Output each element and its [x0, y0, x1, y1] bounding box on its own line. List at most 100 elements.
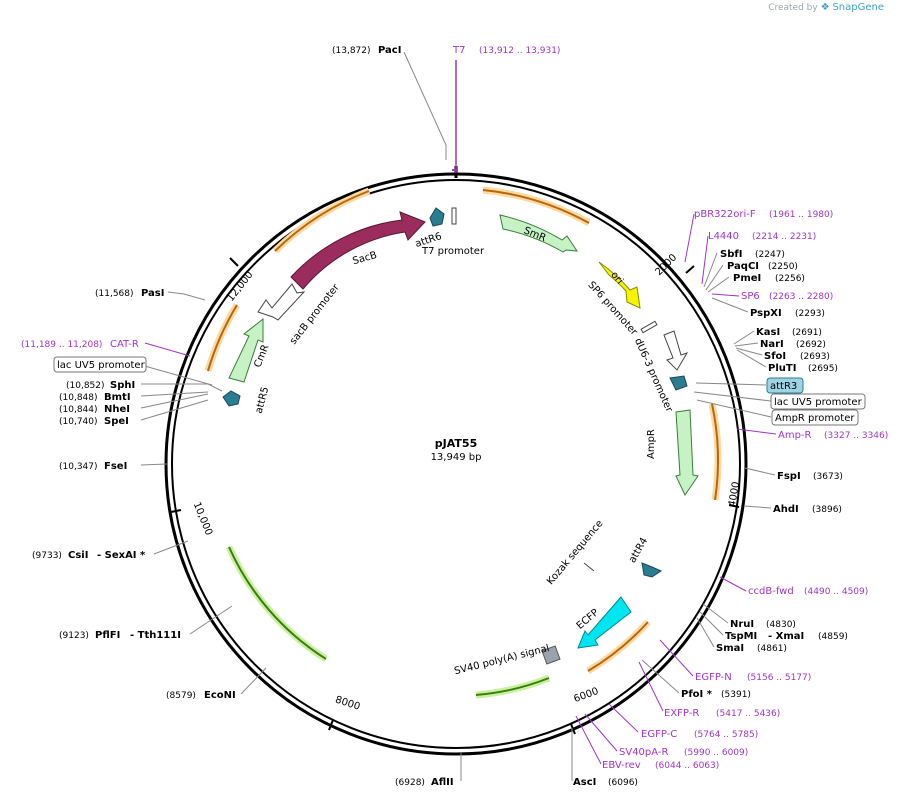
site-pos-kasi: (2691) — [792, 328, 822, 338]
primer-range-amp-r: (3327 .. 3346) — [824, 431, 888, 441]
leader-fsei — [140, 463, 168, 466]
primer-name-amp-r: Amp-R — [778, 430, 812, 441]
site-name-pasi: PasI — [141, 288, 164, 299]
leader-egfp-n — [659, 639, 694, 677]
label-ampr-promoter: AmpR promoter — [775, 413, 855, 424]
site-name-nhei: NheI — [104, 404, 130, 415]
box-attr3 — [766, 377, 804, 394]
site-name-sphi: SphI — [110, 380, 135, 391]
credit-prefix: Created by — [768, 3, 818, 13]
leader-paci — [403, 51, 447, 160]
primer-name-l4440: L4440 — [708, 231, 739, 242]
leader-pmei — [707, 276, 730, 293]
leader-sp6 — [711, 293, 740, 297]
site-name-fspi: FspI — [777, 471, 801, 482]
leader-egfp-c — [608, 703, 639, 733]
primer-range-sp6: (2263 .. 2280) — [769, 292, 833, 302]
green-arc-bottom — [475, 677, 550, 696]
feature-arrows — [222, 207, 699, 665]
site-name-ahdi: AhdI — [773, 504, 799, 515]
site-extra-sexai: - SexAI * — [97, 550, 146, 561]
backbone-inner-ring — [171, 179, 741, 749]
sacb-arrow — [290, 211, 426, 290]
leader-kasi — [733, 330, 755, 345]
primer-range-cat-r: (11,189 .. 11,208) — [21, 340, 102, 350]
leader-fspi — [744, 467, 776, 476]
attr4-label: attR4 — [627, 536, 650, 565]
attr4-arrow — [641, 562, 663, 578]
leader-ahdi — [743, 505, 772, 509]
primer-range-sv40pa-r: (5990 .. 6009) — [684, 748, 748, 758]
site-pos-asci: (6096) — [608, 778, 638, 788]
leader-sv40pa-r — [584, 713, 618, 752]
site-pos-fspi: (3673) — [813, 472, 843, 482]
primer-name-cat-r: CAT-R — [110, 339, 139, 350]
sp6-promoter-label: SP6 promoter — [585, 280, 639, 339]
site-pos-nrui: (4830) — [766, 620, 796, 630]
leader-tspmi — [699, 611, 724, 636]
leader-ccdb-fwd — [719, 576, 747, 592]
du6-promoter-arrow — [663, 330, 689, 371]
credit-brand: SnapGene — [832, 2, 884, 13]
site-pos-pmei: (2256) — [775, 274, 805, 284]
primer-leaders — [144, 60, 777, 765]
site-pos-nhei: (10,844) — [59, 405, 98, 415]
snapgene-logo-icon: ❖ — [820, 2, 830, 13]
green-arcs — [225, 545, 551, 699]
primer-range-t7: (13,912 .. 13,931) — [479, 46, 560, 56]
site-pos-ahdi: (3896) — [812, 505, 842, 515]
green-arc-glow-left — [225, 545, 328, 662]
site-name-pspxi: PspXI — [750, 308, 782, 319]
label-lacuv5-left: lac UV5 promoter — [57, 360, 146, 371]
sp6-promoter-mark — [640, 320, 658, 334]
primer-range-exfp-r: (5417 .. 5436) — [716, 709, 780, 719]
site-name-nari: NarI — [760, 339, 784, 350]
site-pos-aflii: (6928) — [395, 778, 425, 788]
site-leaders — [140, 51, 776, 781]
sv40-terminator — [541, 645, 561, 665]
leader-nhei — [140, 393, 209, 409]
attr3-arrow — [669, 375, 688, 391]
site-pos-pflfi: (9123) — [59, 631, 89, 641]
leader-pluti — [736, 349, 767, 368]
leader-econi — [240, 667, 267, 695]
primer-name-ebv-rev: EBV-rev — [602, 760, 641, 771]
primer-name-egfp-n: EGFP-N — [695, 672, 732, 683]
leader-attr3 — [695, 382, 767, 386]
leader-exfp-r — [638, 661, 664, 712]
tick-8000 — [328, 719, 334, 731]
kozak-label: Kozak sequence — [545, 518, 605, 587]
tick-marks — [170, 257, 740, 735]
site-name-csii: CsiI — [68, 550, 88, 561]
sv40-label: SV40 poly(A) signal — [453, 643, 550, 677]
orf-arc-glow-top — [482, 186, 591, 227]
site-pos-sbfi: (2247) — [755, 250, 785, 260]
site-name-aflii: AflII — [431, 777, 454, 788]
leader-amp-r — [736, 428, 777, 435]
site-name-paqci: PaqCI — [727, 261, 759, 272]
leader-sfoi — [735, 347, 763, 356]
leader-spei — [140, 399, 209, 421]
site-name-smai: SmaI — [716, 643, 744, 654]
smr-label: SmR — [522, 225, 548, 244]
primer-name-exfp-r: EXFP-R — [664, 708, 699, 719]
green-arc-left — [228, 546, 327, 660]
ampr-arrow — [675, 409, 699, 497]
site-pos-paqci: (2250) — [768, 262, 798, 272]
sacb-label: SacB — [351, 250, 378, 267]
site-pos-tspmi: (4859) — [818, 632, 848, 642]
site-extra-tth111i: - Tth111I — [130, 630, 181, 641]
site-name-kasi: KasI — [756, 327, 780, 338]
label-lacuv5-right: lac UV5 promoter — [774, 397, 863, 408]
leader-paqci — [705, 264, 724, 291]
leader-pasi — [167, 291, 206, 301]
plasmid-size: 13,949 bp — [431, 452, 482, 463]
tick-label-12000: 12,000 — [225, 270, 255, 304]
orf-arc-right — [711, 403, 719, 501]
orf-arc-left — [207, 304, 238, 372]
tick-label-10000: 10,000 — [191, 501, 214, 538]
orf-arc-glow-left — [204, 303, 240, 372]
green-arc-glow-bottom — [475, 674, 551, 699]
leader-pflfi — [189, 605, 233, 635]
